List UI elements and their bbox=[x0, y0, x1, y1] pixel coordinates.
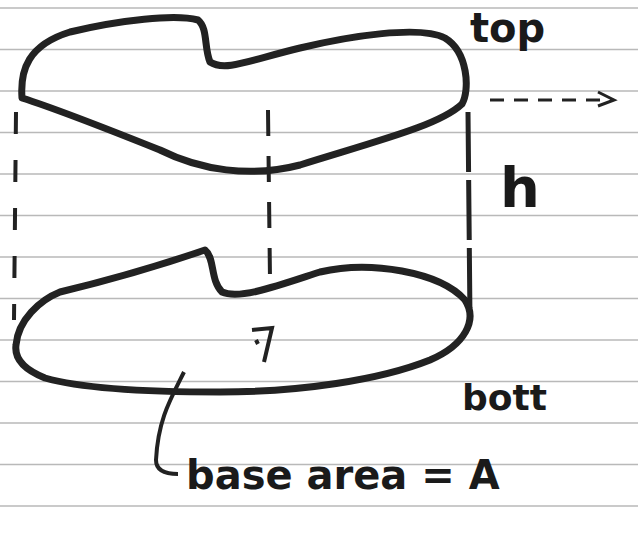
ruled-lines bbox=[0, 8, 638, 506]
arrow-head bbox=[598, 92, 614, 106]
base-area-label: base area = A bbox=[186, 455, 500, 495]
ruled-line bbox=[0, 422, 638, 424]
ruled-line bbox=[0, 298, 638, 300]
right-dash bbox=[468, 112, 470, 320]
center-mark bbox=[252, 328, 272, 362]
bottom-face bbox=[16, 250, 470, 392]
ruled-line bbox=[0, 256, 638, 258]
ruled-line bbox=[0, 49, 638, 51]
height-label: h bbox=[500, 160, 540, 216]
top-face bbox=[22, 18, 467, 172]
ruled-line bbox=[0, 173, 638, 175]
ruled-line bbox=[0, 339, 638, 341]
leader-line bbox=[156, 372, 184, 474]
top-label: top bbox=[470, 8, 545, 48]
ruled-line bbox=[0, 90, 638, 92]
bottom-label: bott bbox=[462, 380, 547, 416]
axis-dash bbox=[268, 110, 270, 280]
left-dash bbox=[14, 112, 16, 320]
ruled-line bbox=[0, 505, 638, 507]
ruled-line bbox=[0, 132, 638, 134]
ruled-line bbox=[0, 215, 638, 217]
arrow-dash bbox=[490, 99, 605, 102]
